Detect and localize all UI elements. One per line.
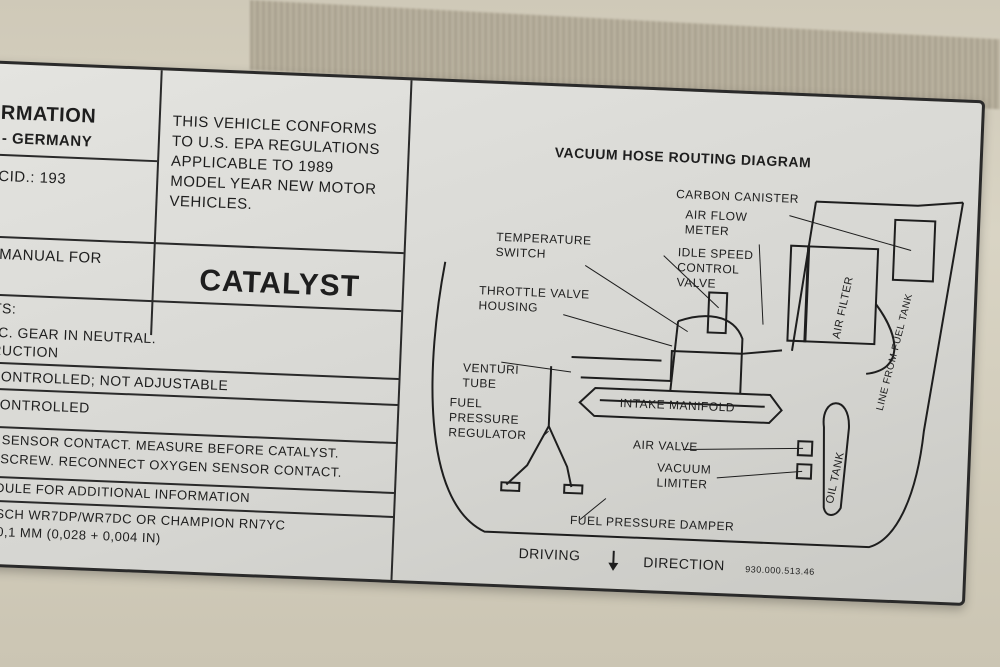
label-temp-2: SWITCH [495,244,547,261]
label-venturi-1: VENTURI [462,360,520,377]
label-vacuum-1: VACUUM [656,460,712,477]
label-throttle-2: HOUSING [478,298,539,315]
label-direction: DIRECTION [643,554,726,574]
label-air-flow-2: METER [684,222,730,239]
label-fuel-reg-2: PRESSURE [448,410,520,427]
emission-control-label: RMATION - GERMANY CID.: 193 MANUAL FOR T… [0,60,986,606]
label-idle-3: VALVE [676,275,717,291]
label-venturi-2: TUBE [462,375,497,391]
label-air-valve: AIR VALVE [632,437,699,455]
label-driving: DRIVING [518,545,581,564]
label-vacuum-2: LIMITER [656,475,708,492]
label-idle-2: CONTROL [676,260,740,277]
vacuum-hose-diagram [431,200,965,571]
label-fuel-reg-1: FUEL [449,395,483,411]
label-air-flow-1: AIR FLOW [685,207,748,224]
